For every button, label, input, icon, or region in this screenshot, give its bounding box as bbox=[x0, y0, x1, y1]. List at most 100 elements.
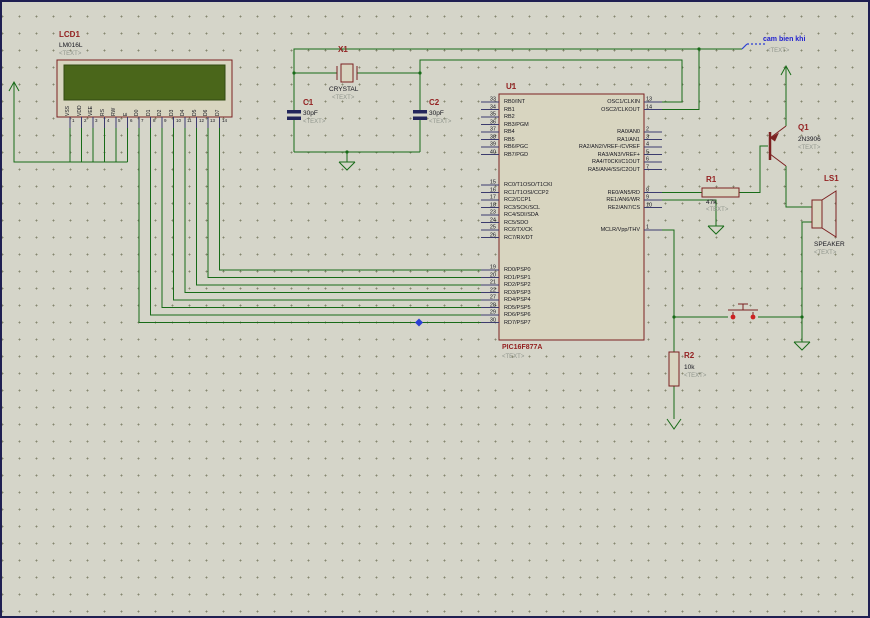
mcu-value: PIC16F877A bbox=[502, 344, 542, 352]
r2-value: 10k bbox=[684, 364, 694, 371]
lcd-value: LM016L bbox=[59, 42, 83, 49]
mcu-left-pins-rd: 19RD0/PSP0 20RD1/PSP1 21RD2/PSP2 22RD3/P… bbox=[481, 266, 651, 326]
pin-row: RE1/AN6/WR9 bbox=[522, 196, 660, 204]
c2-reference: C2 bbox=[429, 99, 439, 108]
pin-row: OSC2/CLKOUT14 bbox=[522, 106, 660, 114]
lcd-pin-name: D7 bbox=[216, 98, 221, 116]
speaker-symbol[interactable] bbox=[812, 191, 836, 237]
mcu-right-pins-ra: RA0/AN02 RA1/AN13 RA2/AN2/VREF-/CVREF4 R… bbox=[522, 128, 660, 173]
lcd-pin-name: E bbox=[124, 98, 129, 116]
lcd-screen bbox=[64, 65, 225, 100]
mcu-right-pins-osc: OSC1/CLKIN13 OSC2/CLKOUT14 bbox=[522, 98, 660, 113]
r2-placeholder: <TEXT> bbox=[684, 373, 706, 380]
q1-reference: Q1 bbox=[798, 124, 809, 133]
capacitor-c2-symbol[interactable] bbox=[413, 110, 427, 120]
ls1-value: SPEAKER bbox=[814, 241, 845, 248]
pin-row: 24RC5/SDO bbox=[481, 219, 651, 227]
lcd-pin-number: 7 bbox=[141, 118, 144, 123]
mcu-placeholder: <TEXT> bbox=[502, 354, 524, 361]
lcd-pin-number: 2 bbox=[84, 118, 87, 123]
pin-row: MCLR/Vpp/THV1 bbox=[522, 226, 660, 234]
mcu-right-pins-re: RE0/AN5/RD8 RE1/AN6/WR9 RE2/AN7/CS10 bbox=[522, 189, 660, 212]
pin-row: 15RC0/T1OSO/T1CKI bbox=[481, 181, 651, 189]
ls1-placeholder: <TEXT> bbox=[814, 250, 836, 257]
lcd-pin-name: RS bbox=[101, 98, 106, 116]
pin-row: 21RD2/PSP2 bbox=[481, 281, 651, 289]
r1-value: 47k bbox=[706, 199, 716, 206]
crystal-placeholder: <TEXT> bbox=[332, 95, 354, 102]
push-button-symbol[interactable] bbox=[728, 304, 758, 319]
pin-row: 19RD0/PSP0 bbox=[481, 266, 651, 274]
gas-sensor-probe-icon[interactable] bbox=[742, 44, 766, 49]
pin-row: RA0/AN02 bbox=[522, 128, 660, 136]
capacitor-c1-symbol[interactable] bbox=[287, 110, 301, 120]
resistor-r2-symbol[interactable] bbox=[669, 352, 679, 386]
pin-row: 26RC7/RX/DT bbox=[481, 234, 651, 242]
lcd-pin-number: 9 bbox=[164, 118, 167, 123]
r2-reference: R2 bbox=[684, 352, 694, 361]
pin-row: RE0/AN5/RD8 bbox=[522, 189, 660, 197]
q1-value: 2N3906 bbox=[798, 136, 821, 143]
c1-reference: C1 bbox=[303, 99, 313, 108]
pin-row: 20RD1/PSP1 bbox=[481, 274, 651, 282]
lcd-pin-name: D6 bbox=[204, 98, 209, 116]
lcd-reference: LCD1 bbox=[59, 31, 80, 40]
transistor-q1-symbol[interactable] bbox=[770, 126, 786, 166]
lcd-placeholder: <TEXT> bbox=[59, 51, 81, 58]
gas-sensor-placeholder: <TEXT> bbox=[767, 48, 789, 55]
lcd-pin-name: VDD bbox=[78, 98, 83, 116]
pin-row: 36RB3/PGM bbox=[481, 121, 651, 129]
mcu-right-pin-mclr: MCLR/Vpp/THV1 bbox=[522, 226, 660, 234]
lcd-pin-name: RW bbox=[112, 98, 117, 116]
crystal-symbol[interactable] bbox=[337, 64, 357, 82]
lcd-pin-number: 6 bbox=[130, 118, 133, 123]
pin-row: 22RD3/PSP3 bbox=[481, 289, 651, 297]
crystal-reference: X1 bbox=[338, 46, 348, 55]
r1-reference: R1 bbox=[706, 176, 716, 185]
lcd-pin-name: D4 bbox=[181, 98, 186, 116]
pin-row: RA5/AN4/SS/C2OUT7 bbox=[522, 166, 660, 174]
ls1-reference: LS1 bbox=[824, 175, 839, 184]
pin-row: RA2/AN2/VREF-/CVREF4 bbox=[522, 143, 660, 151]
lcd-pin-number: 3 bbox=[95, 118, 98, 123]
r1-placeholder: <TEXT> bbox=[706, 207, 728, 214]
c1-placeholder: <TEXT> bbox=[303, 119, 325, 126]
pin-row: 29RD6/PSP6 bbox=[481, 311, 651, 319]
pin-row: RE2/AN7/CS10 bbox=[522, 204, 660, 212]
lcd-pin-name: VSS bbox=[66, 98, 71, 116]
lcd-pin-name: D2 bbox=[158, 98, 163, 116]
c2-value: 30pF bbox=[429, 110, 444, 117]
mcu-reference: U1 bbox=[506, 83, 516, 92]
lcd-pin-name: D0 bbox=[135, 98, 140, 116]
pin-row: RA3/AN3/VREF+5 bbox=[522, 151, 660, 159]
lcd-pin-number: 4 bbox=[107, 118, 110, 123]
lcd-pin-number: 12 bbox=[199, 118, 204, 123]
lcd-pin-number: 8 bbox=[153, 118, 156, 123]
pin-row: RA1/AN13 bbox=[522, 136, 660, 144]
resistor-r1-symbol[interactable] bbox=[702, 188, 739, 197]
crystal-value: CRYSTAL bbox=[329, 86, 358, 93]
junction-node-diamond[interactable] bbox=[415, 319, 423, 327]
c2-placeholder: <TEXT> bbox=[429, 119, 451, 126]
gas-sensor-label: cam bien khi bbox=[763, 36, 805, 44]
lcd-pin-number: 1 bbox=[72, 118, 75, 123]
lcd-pin-name: D3 bbox=[170, 98, 175, 116]
lcd-pin-name: D1 bbox=[147, 98, 152, 116]
c1-value: 30pF bbox=[303, 110, 318, 117]
lcd-pin-name: D5 bbox=[193, 98, 198, 116]
pin-row: 30RD7/PSP7 bbox=[481, 319, 651, 327]
lcd-pin-number: 10 bbox=[176, 118, 181, 123]
pin-row: 23RC4/SDI/SDA bbox=[481, 211, 651, 219]
q1-placeholder: <TEXT> bbox=[798, 145, 820, 152]
lcd-pin-number: 14 bbox=[222, 118, 227, 123]
pin-row: RA4/T0CKI/C1OUT6 bbox=[522, 158, 660, 166]
pin-row: 27RD4/PSP4 bbox=[481, 296, 651, 304]
lcd-pin-number: 5 bbox=[118, 118, 121, 123]
pin-row: 35RB2 bbox=[481, 113, 651, 121]
pin-row: OSC1/CLKIN13 bbox=[522, 98, 660, 106]
lcd-pin-name: VEE bbox=[89, 98, 94, 116]
lcd-pin-number: 13 bbox=[210, 118, 215, 123]
lcd-pin-number: 11 bbox=[187, 118, 192, 123]
pin-row: 28RD5/PSP5 bbox=[481, 304, 651, 312]
